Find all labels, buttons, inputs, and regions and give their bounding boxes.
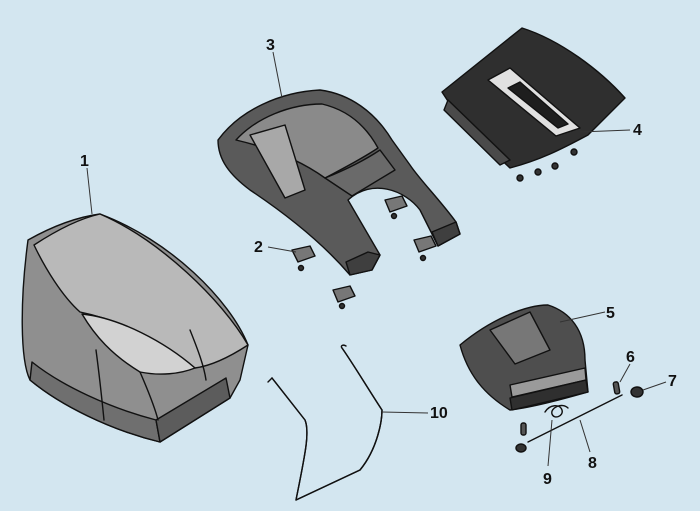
leader-3 xyxy=(272,51,283,99)
pin-part xyxy=(520,381,621,436)
cap-part xyxy=(515,386,644,453)
callout-3: 3 xyxy=(266,37,275,54)
callout-1: 1 xyxy=(80,153,89,170)
leader-lines xyxy=(86,51,667,467)
callout-5: 5 xyxy=(606,305,615,322)
spring-part xyxy=(544,404,569,418)
callout-9: 9 xyxy=(543,471,552,488)
rod-part xyxy=(527,394,623,443)
callout-labels: 1 2 3 4 5 6 7 8 9 10 xyxy=(80,37,677,488)
leader-1 xyxy=(86,167,93,215)
leader-4 xyxy=(579,129,631,133)
leader-2 xyxy=(267,246,297,253)
grass-bag-part xyxy=(21,213,249,443)
callout-2: 2 xyxy=(254,239,263,256)
callout-4: 4 xyxy=(633,122,642,139)
leader-6 xyxy=(619,363,631,383)
bag-frame-wire-part xyxy=(267,344,383,501)
leader-8 xyxy=(579,419,591,453)
rear-flap-part xyxy=(459,304,589,411)
leader-5 xyxy=(559,311,606,323)
rear-cover-part xyxy=(217,89,461,276)
leader-9 xyxy=(547,419,553,467)
clip-nuts-part xyxy=(291,195,437,310)
leader-7 xyxy=(642,381,667,391)
callout-6: 6 xyxy=(626,349,635,366)
callout-10: 10 xyxy=(430,405,448,422)
leader-10 xyxy=(381,411,429,414)
grass-bag-top-part xyxy=(441,27,626,182)
callout-7: 7 xyxy=(668,373,677,390)
callout-8: 8 xyxy=(588,455,597,472)
